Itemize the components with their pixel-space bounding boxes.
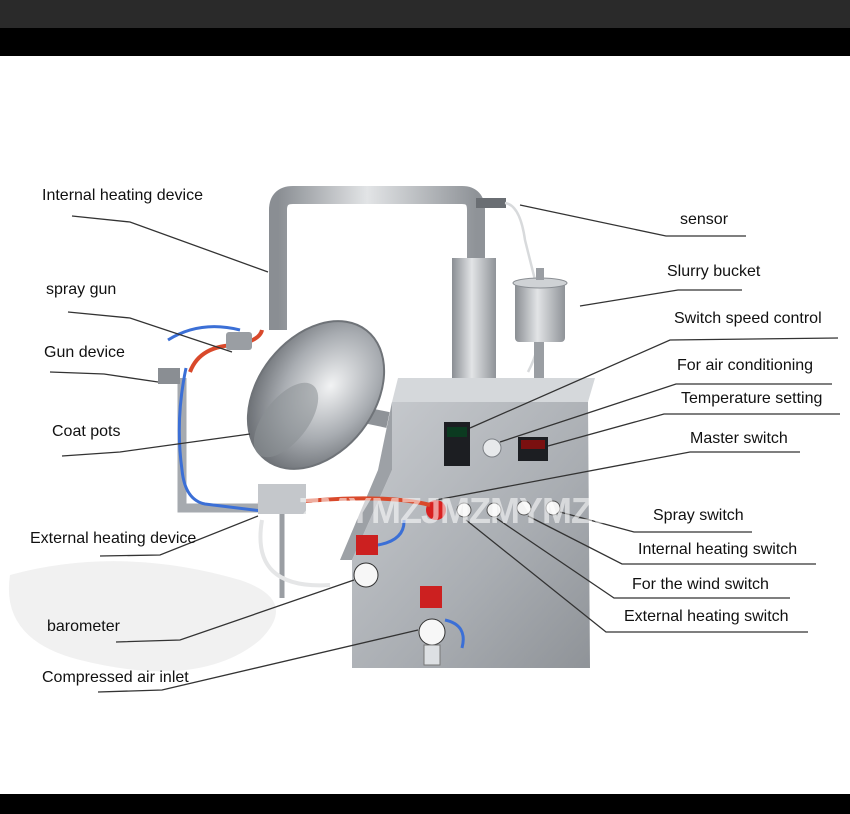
label-switch-speed-control: Switch speed control <box>674 310 822 327</box>
leader-gun-device <box>49 371 159 383</box>
barometer-hose <box>377 519 406 547</box>
air-conditioning-knob <box>482 438 502 458</box>
hose-blue <box>177 367 271 514</box>
label-internal-heating-device: Internal heating device <box>42 187 203 204</box>
leader-lines <box>49 204 840 693</box>
gun-device-mount <box>158 368 180 384</box>
label-spray-switch: Spray switch <box>653 507 744 524</box>
label-external-heating-device: External heating device <box>30 530 197 547</box>
slurry-bucket-stand <box>534 342 544 382</box>
slurry-bucket-knob <box>536 268 544 280</box>
label-external-heating-switch: External heating switch <box>624 608 789 625</box>
leader-coat-pots <box>61 433 251 457</box>
leader-spray-switch <box>559 511 752 533</box>
leader-external-heating-device <box>99 515 259 557</box>
leader-temperature-setting <box>547 413 840 447</box>
air-inlet-hose <box>444 618 465 649</box>
label-gun-device: Gun device <box>44 344 125 361</box>
leader-for-air-conditioning <box>499 383 832 443</box>
label-for-the-wind-switch: For the wind switch <box>632 576 769 593</box>
label-temperature-setting: Temperature setting <box>681 390 823 407</box>
switch-5 <box>545 500 561 516</box>
label-barometer: barometer <box>47 618 120 635</box>
label-slurry-bucket: Slurry bucket <box>667 263 761 280</box>
hose-blue-2 <box>167 325 241 342</box>
air-inlet-gauge <box>418 618 446 646</box>
external-heater-box <box>258 484 306 514</box>
leader-switch-speed-control <box>469 337 839 429</box>
spray-gun-body <box>226 332 252 350</box>
label-master-switch: Master switch <box>690 430 788 447</box>
air-inlet-regulator <box>420 586 442 608</box>
switch-4 <box>516 500 532 516</box>
leader-internal-heating-device <box>71 215 269 273</box>
label-for-air-conditioning: For air conditioning <box>677 357 814 374</box>
leader-barometer <box>115 579 355 643</box>
internal-heating-pipe <box>269 186 485 330</box>
speed-control-screen <box>447 427 467 437</box>
exhaust-column <box>452 258 496 378</box>
leader-spray-gun <box>67 311 233 353</box>
filter-bowl <box>423 644 441 666</box>
leader-external-heating-switch <box>465 519 808 633</box>
barometer-gauge <box>353 562 379 588</box>
label-spray-gun: spray gun <box>46 281 117 298</box>
watermark-text: ZMYMZJMZMYMZJMZYM <box>298 490 714 531</box>
floor-shadow <box>8 561 276 672</box>
barometer-regulator <box>356 535 378 555</box>
cabinet-top <box>392 378 595 402</box>
leader-sensor <box>519 204 746 237</box>
coat-pot-mouth <box>253 382 319 458</box>
cabinet-slope <box>340 402 392 560</box>
label-coat-pots: Coat pots <box>52 423 121 440</box>
bottom-band <box>0 794 850 814</box>
white-hose <box>258 519 331 588</box>
master-switch-button <box>426 500 446 520</box>
leader-internal-heating-switch <box>527 515 816 565</box>
temperature-screen <box>521 440 545 449</box>
pipe-sensor-fitting <box>476 198 506 208</box>
leader-for-the-wind-switch <box>495 517 790 599</box>
top-band <box>0 0 850 56</box>
leader-master-switch <box>435 451 800 501</box>
leader-compressed-air-inlet <box>97 629 419 693</box>
hose-red-2 <box>257 496 431 507</box>
leader-slurry-bucket <box>579 289 742 307</box>
switch-3 <box>486 502 502 518</box>
label-internal-heating-switch: Internal heating switch <box>638 541 798 558</box>
label-compressed-air-inlet: Compressed air inlet <box>42 669 189 686</box>
cabinet-front <box>352 402 590 668</box>
slurry-bucket <box>515 282 565 342</box>
switch-2 <box>456 502 472 518</box>
label-sensor: sensor <box>680 211 729 228</box>
